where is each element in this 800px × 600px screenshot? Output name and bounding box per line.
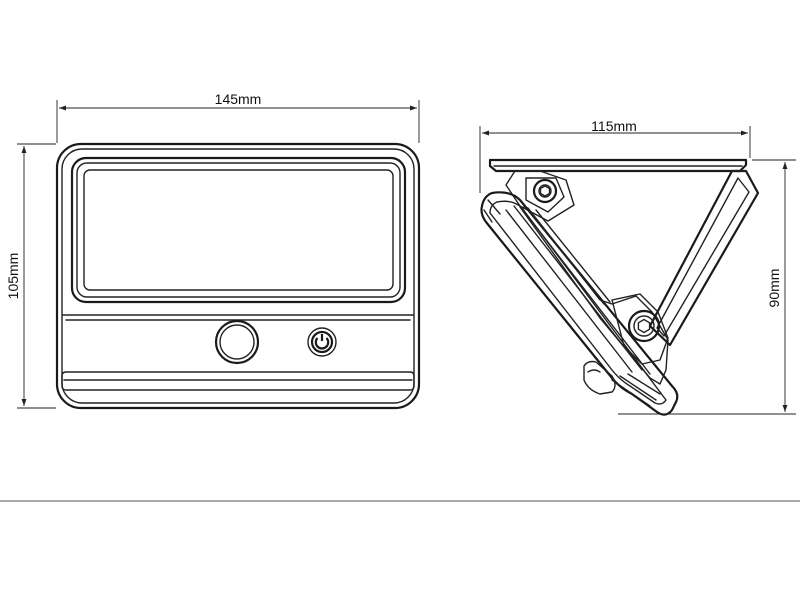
pir-sensor-inner — [219, 324, 255, 360]
front-width-label: 145mm — [215, 91, 262, 107]
light-head — [480, 191, 679, 416]
lower-bracket — [611, 293, 669, 365]
front-housing-outer — [55, 142, 421, 410]
front-cap — [583, 360, 616, 395]
side-height-label: 90mm — [766, 269, 782, 308]
side-width-dimension: 115mm — [479, 118, 751, 193]
lower-pivot-bolt — [627, 309, 661, 343]
support-arm — [648, 169, 760, 347]
front-height-dimension: 105mm — [5, 143, 56, 409]
side-view — [480, 158, 760, 416]
front-housing-inner — [61, 148, 415, 404]
side-width-label: 115mm — [591, 118, 637, 134]
front-width-dimension: 145mm — [56, 91, 420, 143]
power-button-icon — [307, 327, 337, 357]
lens-panel — [83, 169, 394, 291]
front-bottom-lip — [61, 371, 415, 391]
side-height-dimension: 90mm — [618, 159, 796, 415]
upper-bracket — [505, 170, 575, 222]
light-head-outer — [480, 191, 679, 416]
front-height-label: 105mm — [5, 253, 21, 300]
upper-pivot-bolt — [532, 178, 558, 204]
pir-sensor — [214, 319, 260, 365]
front-view — [55, 142, 421, 410]
lens-frame — [70, 156, 407, 304]
lens-frame-inner — [76, 162, 401, 298]
